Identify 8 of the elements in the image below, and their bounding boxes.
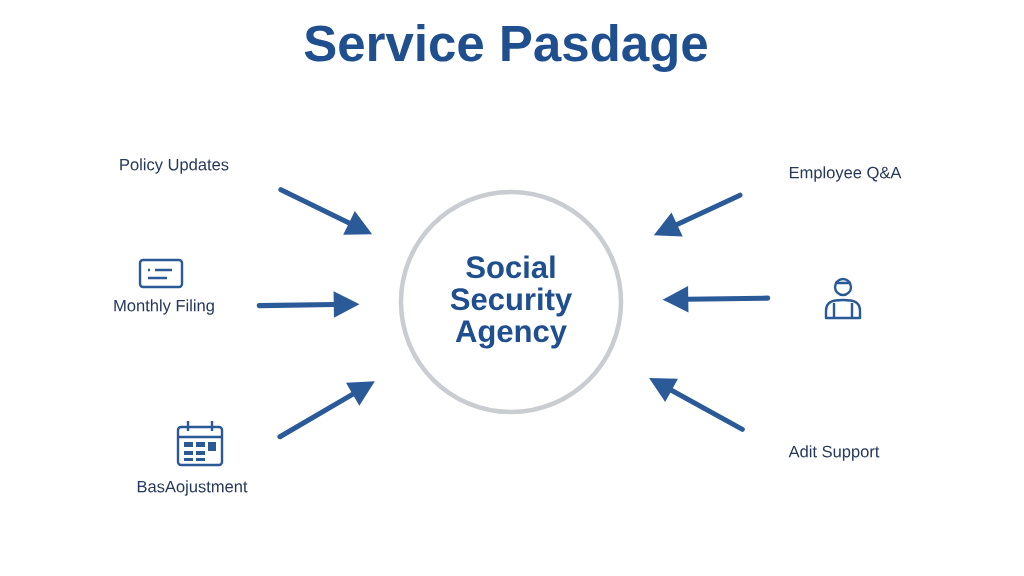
label: Adit Support [788, 445, 880, 461]
person-icon [824, 277, 862, 320]
label: Employee Q&A [789, 166, 902, 182]
label: Monthly Filing [114, 299, 214, 315]
label: BasAojustment [137, 480, 248, 496]
circle-node: Social Security Agency [398, 189, 624, 415]
title: Service Pasdage [304, 24, 707, 72]
label: Policy Updates [120, 158, 229, 174]
